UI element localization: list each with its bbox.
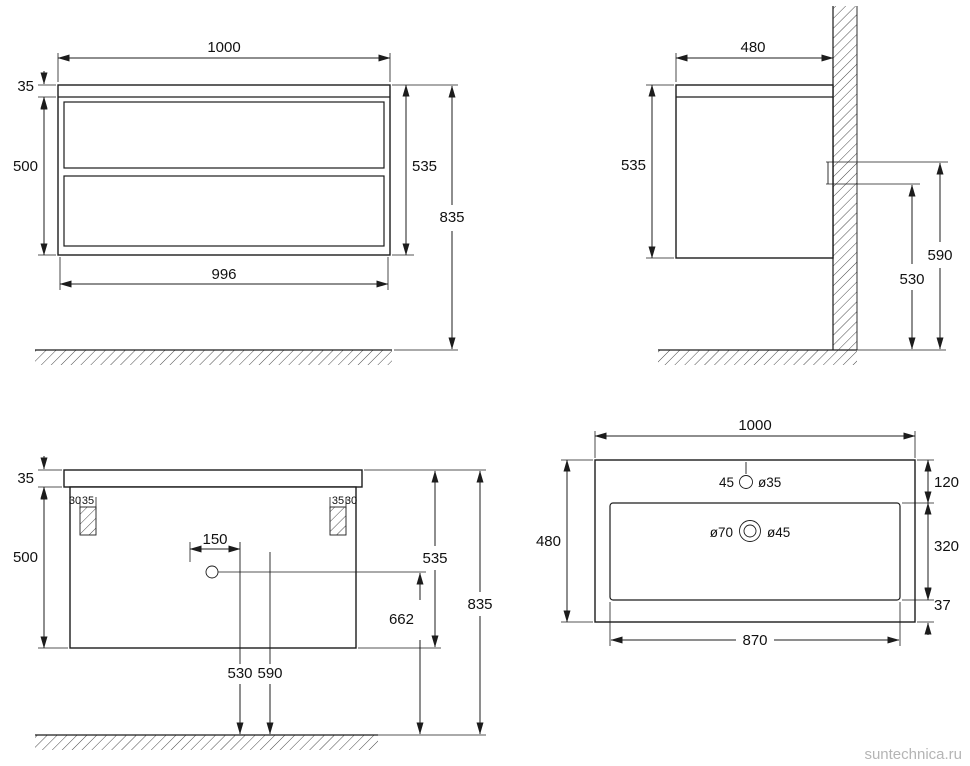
mounting-cabinet-body [69,486,357,649]
mounting-floor-hatch [35,735,378,750]
dim-front-width: 1000 [207,39,240,56]
front-drawer-bottom [63,175,385,247]
side-cabinet-body [675,84,834,259]
dim-bowl-width: 870 [742,632,767,649]
side-wall [832,6,858,350]
dim-bracket-left-width: 35 [82,495,94,507]
wall-hatch [833,6,857,350]
dim-mounting-height-above-floor: 835 [467,596,492,613]
dim-top-depth: 480 [536,533,561,550]
side-cabinet-outline [675,84,834,259]
drain-outer-circle [739,520,761,542]
dim-mounting-overall-height: 535 [422,550,447,567]
dim-mounting-height-530: 530 [227,665,252,682]
countertop-outline [594,459,916,623]
dim-front-height-above-floor: 835 [439,209,464,226]
dim-mounting-height-590: 590 [257,665,282,682]
mounting-cabinet-outline [63,469,363,649]
front-view: 1000 35 500 535 835 996 [13,39,465,365]
dim-front-top-thickness: 35 [17,78,34,95]
dim-hole-spacing: 150 [202,531,227,548]
dim-side-depth: 480 [740,39,765,56]
mounting-bracket-left [79,506,97,536]
front-cabinet-outline [57,84,391,256]
faucet-hole [739,475,753,489]
floor-hatch [35,350,392,365]
dim-mounting-top-thickness: 35 [17,470,34,487]
front-dimension-lines [38,53,458,350]
dim-front-body-height: 500 [13,158,38,175]
dim-bracket-right-width: 35 [332,495,344,507]
front-floor [35,349,458,365]
dim-faucet-hole-diameter: ø35 [758,475,781,490]
dim-bottom-edge: 37 [934,597,951,614]
mounting-view: 35 30 35 35 30 500 150 535 662 835 530 5… [13,456,493,750]
side-dimension-lines [646,53,948,350]
mounting-bracket-right [329,506,347,536]
side-floor [658,349,946,365]
dim-side-mount-height-top: 590 [927,247,952,264]
side-floor-hatch [658,350,857,365]
dim-side-overall-height: 535 [621,157,646,174]
top-basin-outline [594,459,916,623]
top-view: 1000 45 ø35 120 480 ø70 ø45 320 37 870 [536,417,959,649]
dim-front-overall-height: 535 [412,158,437,175]
mounting-countertop [63,469,363,488]
dim-front-edge-to-bowl: 120 [934,474,959,491]
dim-drain-inner-diameter: ø45 [767,525,790,540]
dim-drain-outer-diameter: ø70 [710,525,733,540]
dim-top-width: 1000 [738,417,771,434]
top-dimension-lines [561,431,934,646]
front-cabinet-body [57,84,391,256]
dim-faucet-offset: 45 [719,475,734,490]
mounting-dimension-lines [38,456,486,735]
drain-inner-circle [743,524,757,538]
side-view: 480 535 590 530 [621,6,953,365]
front-drawer-top [63,101,385,169]
dim-mounting-body-height: 500 [13,549,38,566]
bowl-outline [609,502,901,601]
dim-side-mount-height-bottom: 530 [899,271,924,288]
watermark-text: suntechnica.ru [864,746,962,763]
dim-bracket-right-offset: 30 [345,495,357,507]
dim-bracket-left-offset: 30 [69,495,81,507]
dim-bowl-depth: 320 [934,538,959,555]
dim-siphon-height: 662 [389,611,414,628]
mounting-floor [35,734,486,750]
dim-front-inner-width: 996 [211,266,236,283]
